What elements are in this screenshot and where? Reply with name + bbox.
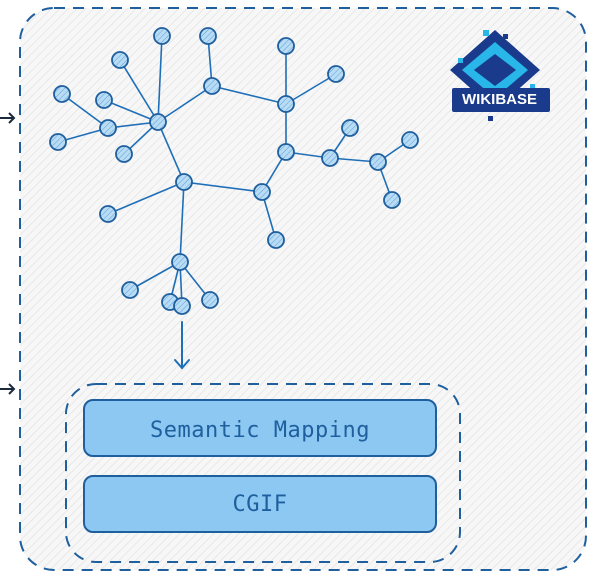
semantic-mapping-box [83,399,437,457]
wikibase-logo: WIKIBASE [440,26,550,138]
graph-node [369,153,387,171]
graph-node [321,149,339,167]
graph-node [99,205,117,223]
graph-node [121,281,139,299]
graph-node [173,297,191,315]
graph-node [383,191,401,209]
graph-node [149,113,167,131]
incoming-arrow-bottom [0,383,16,395]
graph-node [253,183,271,201]
incoming-arrow-top [0,112,16,124]
graph-node [401,131,419,149]
graph-node [341,119,359,137]
inner-container [65,383,461,563]
graph-node [153,27,171,45]
graph-node [277,95,295,113]
graph-node [95,91,113,109]
graph-node [277,37,295,55]
graph-node [267,231,285,249]
semantic-mapping-label: Semantic Mapping [150,418,370,443]
graph-node [201,291,219,309]
cgif-label: CGIF [232,492,288,517]
graph-node [53,85,71,103]
graph-node [175,173,193,191]
graph-node [111,51,129,69]
graph-node [203,77,221,95]
graph-node [199,27,217,45]
graph-node [115,145,133,163]
graph-nodes [49,27,419,315]
graph-node [99,119,117,137]
graph-node [171,253,189,271]
graph-node [277,143,295,161]
down-arrow [174,321,190,370]
wikibase-logo-text: WIKIBASE [452,88,550,112]
graph-node [49,133,67,151]
graph-node [327,65,345,83]
cgif-box [83,475,437,533]
